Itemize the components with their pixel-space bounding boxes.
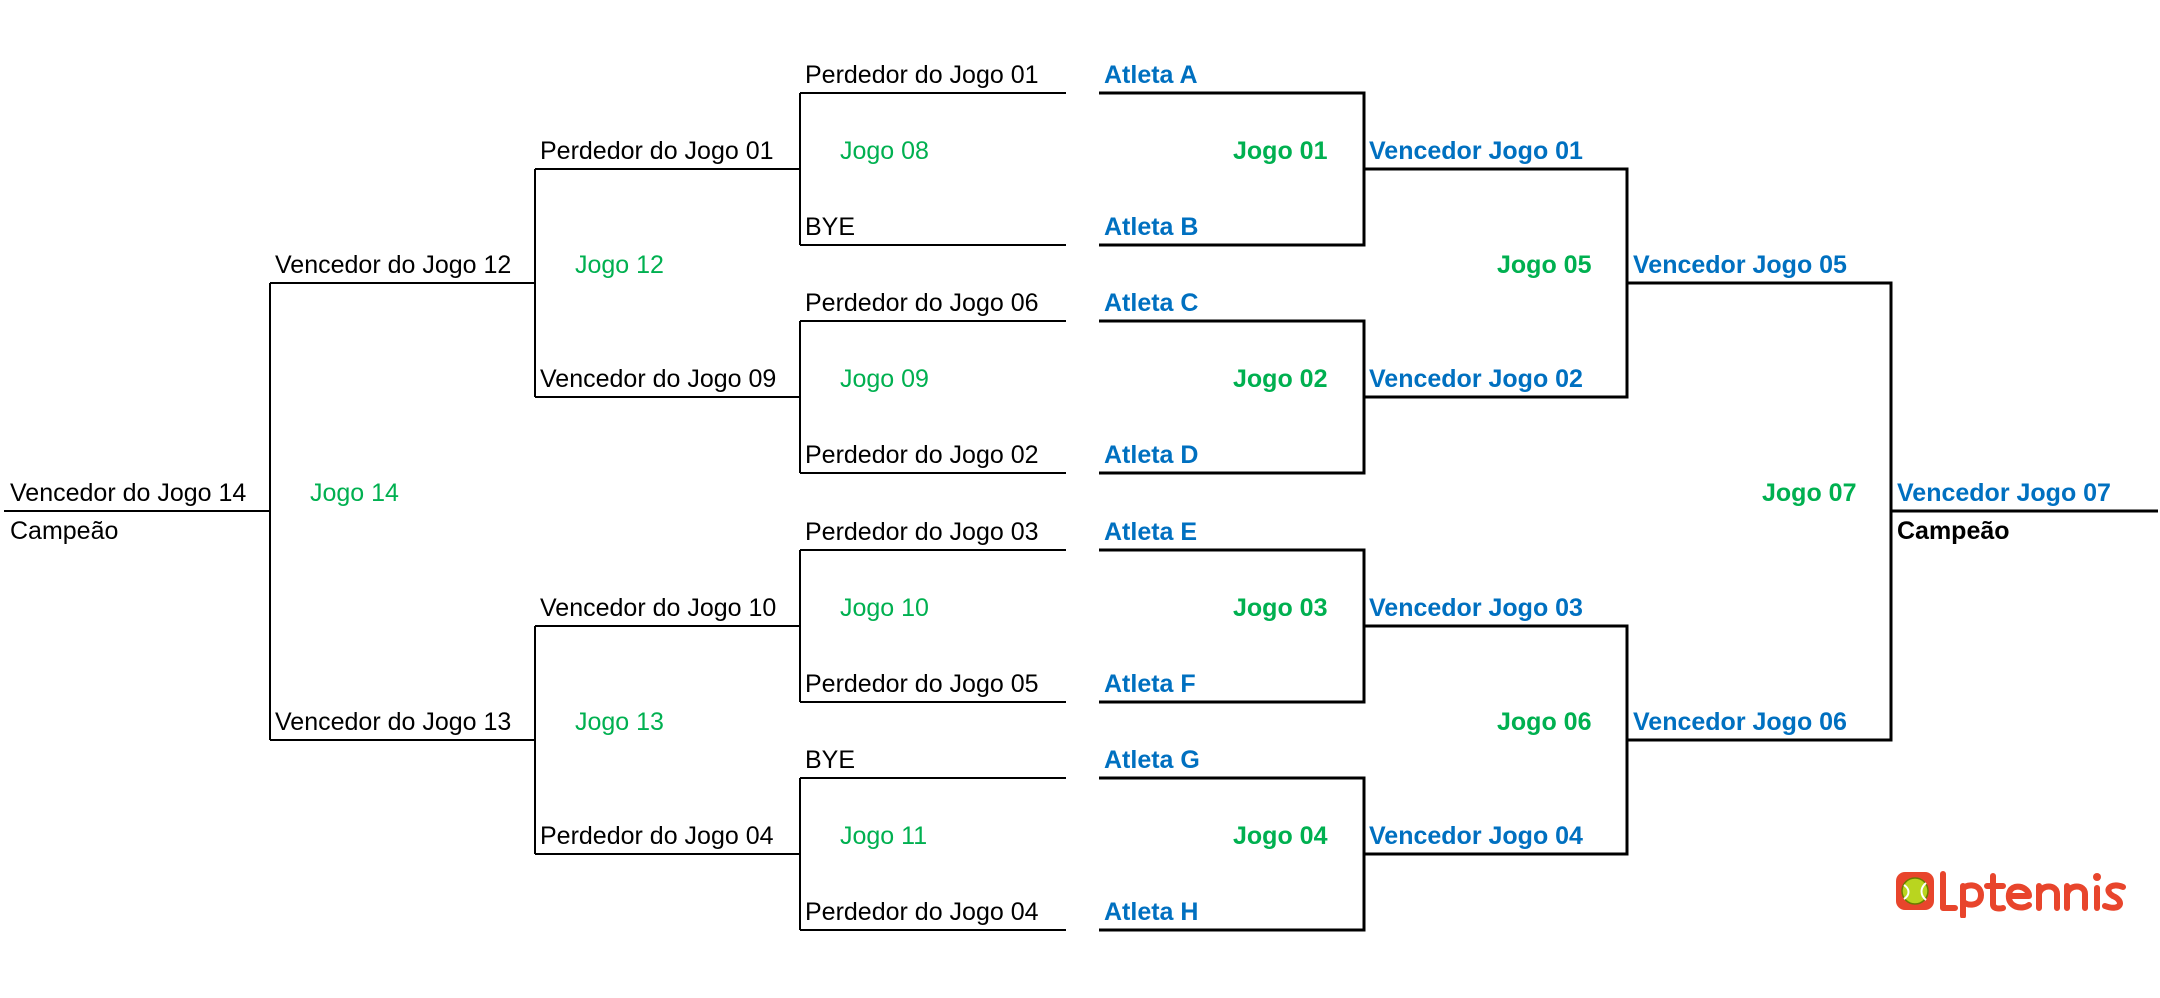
consolation-lines: [4, 92, 1066, 931]
winner-label-jogo-07: Vencedor Jogo 07: [1897, 479, 2111, 507]
game-label-jogo-06: Jogo 06: [1497, 708, 1592, 736]
entrant-label: Perdedor do Jogo 06: [805, 289, 1039, 317]
line-jogo-13: [534, 625, 800, 855]
main-champion-label: Campeão: [1897, 517, 2010, 545]
game-label-jogo-01: Jogo 01: [1233, 137, 1328, 165]
winner-label-jogo-04: Vencedor Jogo 04: [1369, 822, 1583, 850]
game-label-jogo-12: Jogo 12: [575, 251, 664, 279]
consolation-winner-label: Vencedor do Jogo 14: [10, 479, 247, 507]
entrant-label: Perdedor do Jogo 01: [805, 61, 1039, 89]
entrant-label: Vencedor do Jogo 09: [540, 365, 777, 393]
entrant-label: Vencedor do Jogo 13: [275, 708, 512, 736]
athlete-label: Atleta C: [1104, 289, 1199, 317]
game-label-jogo-07: Jogo 07: [1762, 479, 1857, 507]
athlete-label: Atleta E: [1104, 518, 1198, 546]
game-label-jogo-14: Jogo 14: [310, 479, 399, 507]
game-label-jogo-04: Jogo 04: [1233, 822, 1328, 850]
tennis-ball-icon: [1896, 872, 1934, 910]
winner-label-jogo-03: Vencedor Jogo 03: [1369, 594, 1583, 622]
entrant-label: BYE: [805, 213, 856, 241]
line-jogo-12: [534, 168, 800, 398]
line-jogo-05: [1364, 167, 1629, 399]
consolation-champion-label: Campeão: [10, 517, 119, 545]
game-label-jogo-13: Jogo 13: [575, 708, 664, 736]
game-label-jogo-09: Jogo 09: [840, 365, 929, 393]
game-label-jogo-11: Jogo 11: [840, 822, 928, 850]
winner-label-jogo-06: Vencedor Jogo 06: [1633, 708, 1847, 736]
entrant-label: Perdedor do Jogo 04: [805, 898, 1039, 926]
game-label-jogo-02: Jogo 02: [1233, 365, 1328, 393]
entrant-label: Vencedor do Jogo 10: [540, 594, 777, 622]
logo-lettering: [1940, 871, 2126, 919]
entrant-label: Vencedor do Jogo 12: [275, 251, 512, 279]
entrant-label: Perdedor do Jogo 02: [805, 441, 1039, 469]
lptennis-logo-graphic: [1896, 871, 2126, 919]
lptennis-logo: [1895, 868, 2155, 923]
game-label-jogo-08: Jogo 08: [840, 137, 929, 165]
athlete-label: Atleta A: [1104, 61, 1198, 89]
logo-i-dot: [2093, 873, 2101, 881]
entrant-label: Perdedor do Jogo 03: [805, 518, 1039, 546]
entrant-label: Perdedor do Jogo 04: [540, 822, 774, 850]
line-jogo-07: [1627, 281, 1893, 742]
athlete-label: Atleta G: [1104, 746, 1200, 774]
entrant-label: BYE: [805, 746, 856, 774]
athlete-label: Atleta B: [1104, 213, 1199, 241]
athlete-label: Atleta H: [1104, 898, 1199, 926]
athlete-label: Atleta F: [1104, 670, 1196, 698]
winner-label-jogo-02: Vencedor Jogo 02: [1369, 365, 1583, 393]
game-label-jogo-05: Jogo 05: [1497, 251, 1592, 279]
winner-label-jogo-05: Vencedor Jogo 05: [1633, 251, 1847, 279]
line-jogo-14: [269, 282, 535, 741]
winner-label-jogo-01: Vencedor Jogo 01: [1369, 137, 1583, 165]
entrant-label: Perdedor do Jogo 01: [540, 137, 774, 165]
line-jogo-06: [1364, 624, 1629, 856]
game-label-jogo-10: Jogo 10: [840, 594, 929, 622]
athlete-label: Atleta D: [1104, 441, 1199, 469]
main-lines: [1099, 91, 2158, 932]
game-label-jogo-03: Jogo 03: [1233, 594, 1328, 622]
entrant-label: Perdedor do Jogo 05: [805, 670, 1039, 698]
